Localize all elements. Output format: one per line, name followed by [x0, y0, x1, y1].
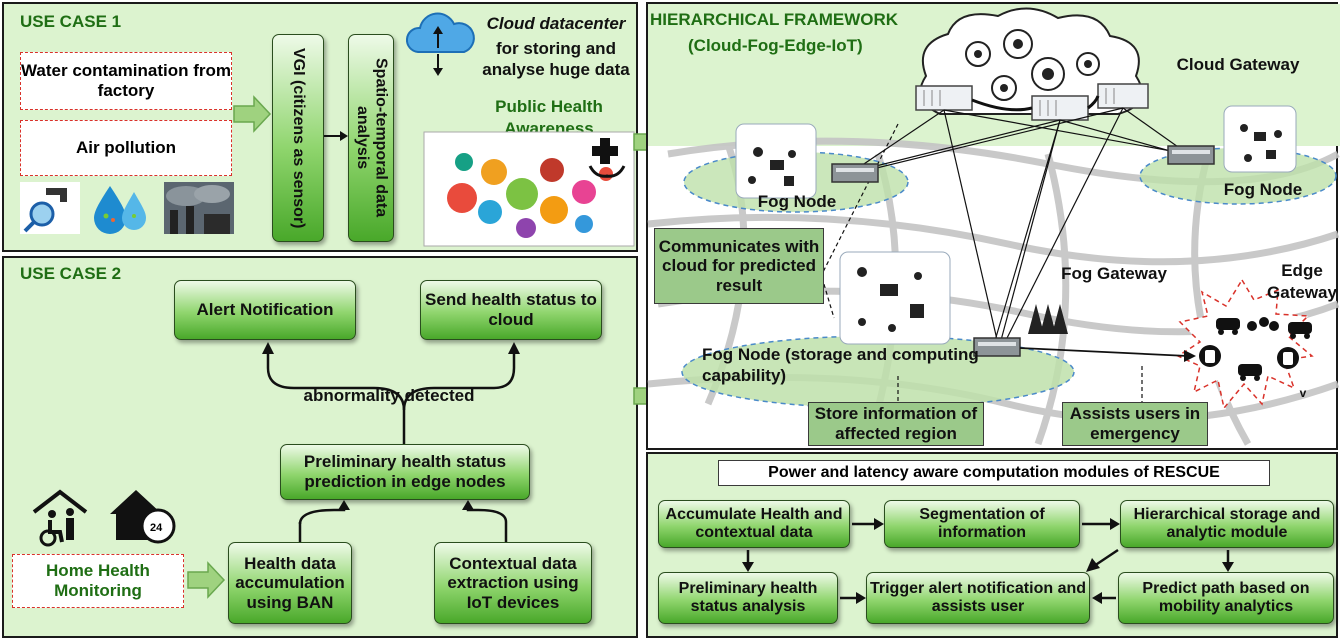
store-information-box: Store information of affected region	[808, 402, 984, 446]
fog-node-left-label: Fog Node	[757, 192, 837, 211]
trigger-alert-box: Trigger alert notification and assists u…	[866, 572, 1090, 624]
vgi-box: VGI (citizens as sensor)	[272, 34, 324, 242]
water-contamination-box: Water contamination from factory	[20, 52, 232, 110]
modules-title: Power and latency aware computation modu…	[718, 460, 1270, 486]
edge-gateway-label: Edge Gateway	[1267, 261, 1337, 303]
segmentation-box: Segmentation of information	[884, 500, 1080, 548]
contextual-data-box: Contextual data extraction using IoT dev…	[434, 542, 592, 624]
home-24-hours-icon: 24	[110, 490, 176, 544]
preliminary-prediction-box: Preliminary health status prediction in …	[280, 444, 530, 500]
health-data-ban-box: Health data accumulation using BAN	[228, 542, 352, 624]
fog-gateway-label: Fog Gateway	[1061, 264, 1167, 283]
arrows-to-prediction	[298, 500, 508, 542]
framework-panel: HIERARCHICAL FRAMEWORK (Cloud-Fog-Edge-I…	[646, 2, 1340, 450]
framework-title: HIERARCHICAL FRAMEWORK	[650, 10, 899, 29]
spatio-temporal-box: Spatio-temporal data analysis	[348, 34, 394, 242]
module-arrows	[742, 518, 1234, 604]
accumulate-box: Accumulate Health and contextual data	[658, 500, 850, 548]
communicates-box: Communicates with cloud for predicted re…	[654, 228, 824, 304]
modules-panel: Power and latency aware computation modu…	[646, 452, 1338, 638]
arrow-home-to-ban	[187, 561, 226, 599]
health-gears-icon	[423, 131, 635, 247]
framework-drawing	[647, 4, 1340, 446]
cloud-gateway-label: Cloud Gateway	[1176, 55, 1300, 74]
framework-subtitle: (Cloud-Fog-Edge-IoT)	[688, 36, 863, 55]
water-drops-icon	[94, 186, 146, 234]
hierarchical-storage-box: Hierarchical storage and analytic module	[1120, 500, 1334, 548]
water-pipe-magnifier-icon	[20, 182, 80, 234]
air-pollution-box: Air pollution	[20, 120, 232, 176]
cloud-upload-icon	[406, 12, 475, 76]
home-care-icon	[32, 489, 88, 547]
cloud-datacenter-title: Cloud datacenter	[486, 14, 626, 33]
cloud-datacenter-subtitle: for storing and analyse huge data	[482, 39, 630, 80]
preliminary-analysis-box: Preliminary health status analysis	[658, 572, 838, 624]
home-health-monitoring-box: Home Health Monitoring	[12, 554, 184, 608]
edge-v-label: v	[1299, 386, 1307, 400]
use-case-2-panel: USE CASE 2 Alert Notification Send healt…	[2, 256, 638, 638]
abnormality-detected-label: abnormality detected	[303, 386, 475, 405]
use-case-1-title: USE CASE 1	[20, 12, 122, 31]
arrow-vgi-to-spatio	[324, 131, 348, 141]
alert-notification-box: Alert Notification	[174, 280, 356, 340]
use-case-2-title: USE CASE 2	[20, 264, 122, 283]
use-case-1-panel: USE CASE 1 Water contamination from fact…	[2, 2, 638, 252]
svg-text:24: 24	[150, 522, 163, 534]
fog-node-main-label: Fog Node (storage and computing capabili…	[702, 345, 979, 386]
predict-path-box: Predict path based on mobility analytics	[1118, 572, 1334, 624]
factory-smoke-icon	[164, 182, 234, 234]
fog-node-right-label: Fog Node	[1223, 180, 1303, 199]
assists-users-box: Assists users in emergency	[1062, 402, 1208, 446]
arrow-to-vgi	[233, 95, 272, 133]
send-health-status-box: Send health status to cloud	[420, 280, 602, 340]
abnormality-connector	[262, 342, 520, 444]
